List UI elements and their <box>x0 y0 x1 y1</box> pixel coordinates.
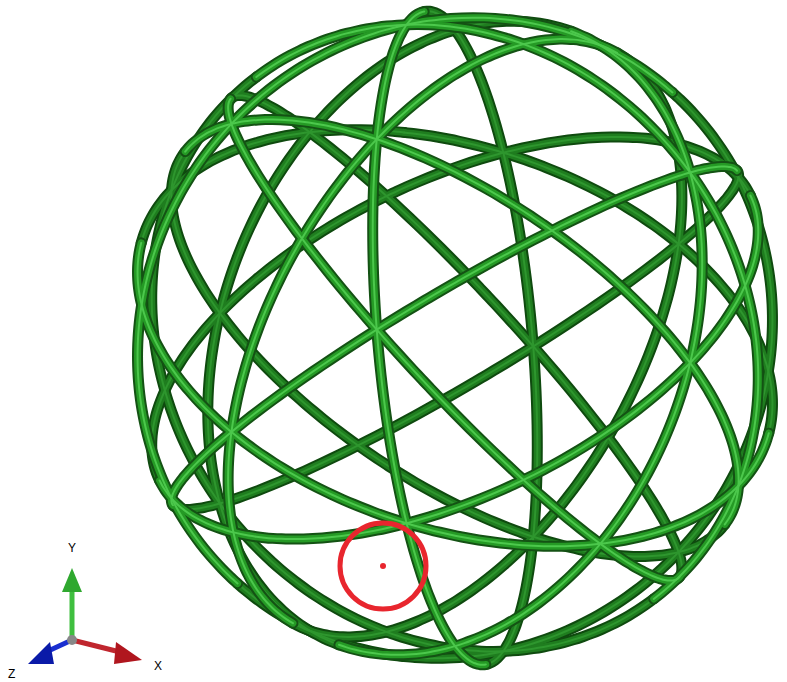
axis-label: X <box>154 660 162 672</box>
tube-body <box>160 195 759 539</box>
tube-highlight <box>160 195 759 539</box>
tube-highlight <box>152 196 387 480</box>
x-axis-shaft <box>72 640 120 652</box>
tube-highlight <box>552 166 737 230</box>
tube-body <box>373 12 486 665</box>
front-arcs <box>138 12 769 665</box>
axis-triad <box>28 568 142 664</box>
selection-marker <box>340 523 426 609</box>
tube-body <box>138 18 673 584</box>
tube-body <box>231 95 387 196</box>
tube-highlight <box>339 31 702 655</box>
z-axis-head <box>28 642 54 664</box>
tube-highlight <box>373 12 486 665</box>
tube-highlight <box>138 18 673 584</box>
axis-label: Z <box>8 668 15 680</box>
y-axis-head <box>62 568 82 592</box>
highlight-ring <box>340 523 426 609</box>
tube-highlight <box>256 25 758 599</box>
tube-highlight <box>185 119 738 524</box>
tube-highlight <box>138 243 769 546</box>
tube-highlight <box>386 599 653 651</box>
tube-body <box>152 196 387 480</box>
tube-highlight <box>228 44 523 623</box>
axis-origin <box>67 635 77 645</box>
sphere-wireframe <box>138 11 773 665</box>
tube-highlight <box>455 30 537 665</box>
highlight-dot <box>380 563 386 569</box>
tube-body <box>256 25 758 599</box>
tube-highlight <box>231 95 387 196</box>
x-axis-head <box>114 642 142 664</box>
tube-outline <box>160 195 759 539</box>
tube-outline <box>256 25 758 599</box>
back-arcs <box>141 11 772 664</box>
axis-label: Y <box>68 542 76 554</box>
y-axis-shaft <box>70 590 75 640</box>
